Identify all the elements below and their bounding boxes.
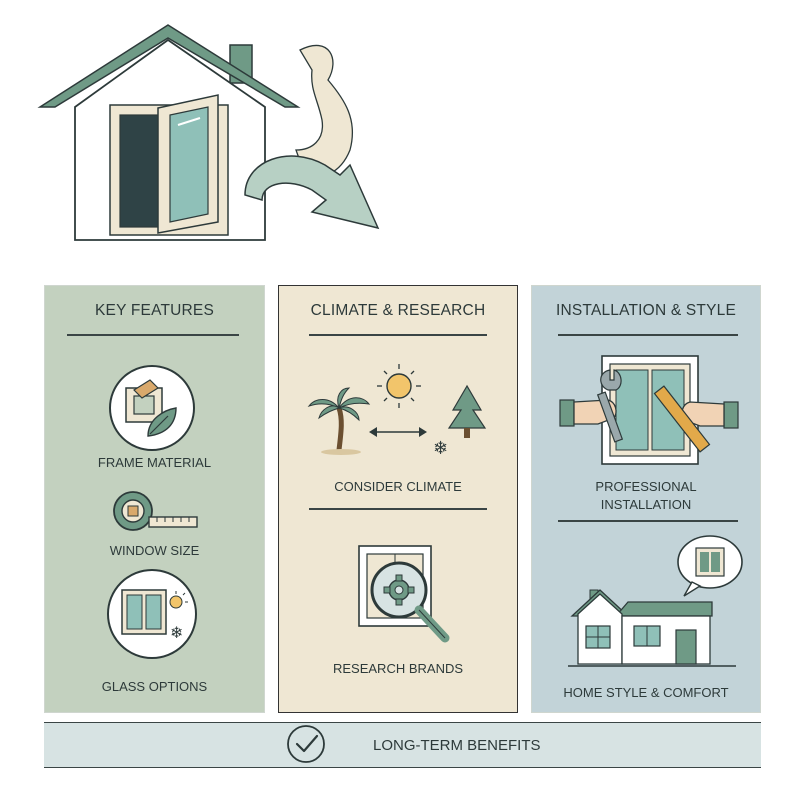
professional-installation-label-line1: PROFESSIONAL [595, 479, 697, 494]
key-features-title: KEY FEATURES [95, 302, 214, 319]
section-divider [558, 520, 738, 522]
home-style-comfort-label: HOME STYLE & COMFORT [563, 685, 729, 700]
glass-options-label: GLASS OPTIONS [101, 679, 208, 694]
house-speech-icon [568, 535, 743, 667]
svg-text:❄: ❄ [433, 438, 448, 458]
title-divider [558, 334, 738, 336]
frame-material-label: FRAME MATERIAL [97, 455, 212, 470]
check-circle-icon [287, 725, 325, 763]
long-term-benefits-bar: LONG-TERM BENEFITS [44, 722, 761, 768]
glass-window-icon: ❄ [107, 569, 197, 659]
hero-house-window-illustration [37, 24, 380, 241]
climate-icon: ❄ [307, 364, 487, 458]
section-divider [309, 508, 487, 510]
climate-research-panel: CLIMATE & RESEARCH ❄ CONSIDER CLIMATE [278, 285, 518, 713]
climate-research-title: CLIMATE & RESEARCH [310, 302, 486, 319]
installation-style-title: INSTALLATION & STYLE [555, 302, 736, 319]
window-size-label: WINDOW SIZE [109, 543, 200, 558]
installation-style-panel: INSTALLATION & STYLE PROFESSIONAL INSTAL… [531, 285, 761, 713]
key-features-panel: KEY FEATURES FRAME MATERIAL WINDOW SIZE … [44, 285, 265, 713]
frame-material-icon [109, 365, 195, 451]
title-divider [67, 334, 239, 336]
magnifier-gear-icon [358, 545, 450, 643]
wrench-hands-icon [559, 355, 739, 465]
research-brands-label: RESEARCH BRANDS [332, 661, 464, 676]
consider-climate-label: CONSIDER CLIMATE [334, 479, 462, 494]
svg-text:❄: ❄ [170, 623, 183, 642]
title-divider [309, 334, 487, 336]
long-term-benefits-label: LONG-TERM BENEFITS [373, 737, 541, 754]
tape-measure-icon [113, 491, 198, 531]
professional-installation-label-line2: INSTALLATION [600, 497, 692, 512]
